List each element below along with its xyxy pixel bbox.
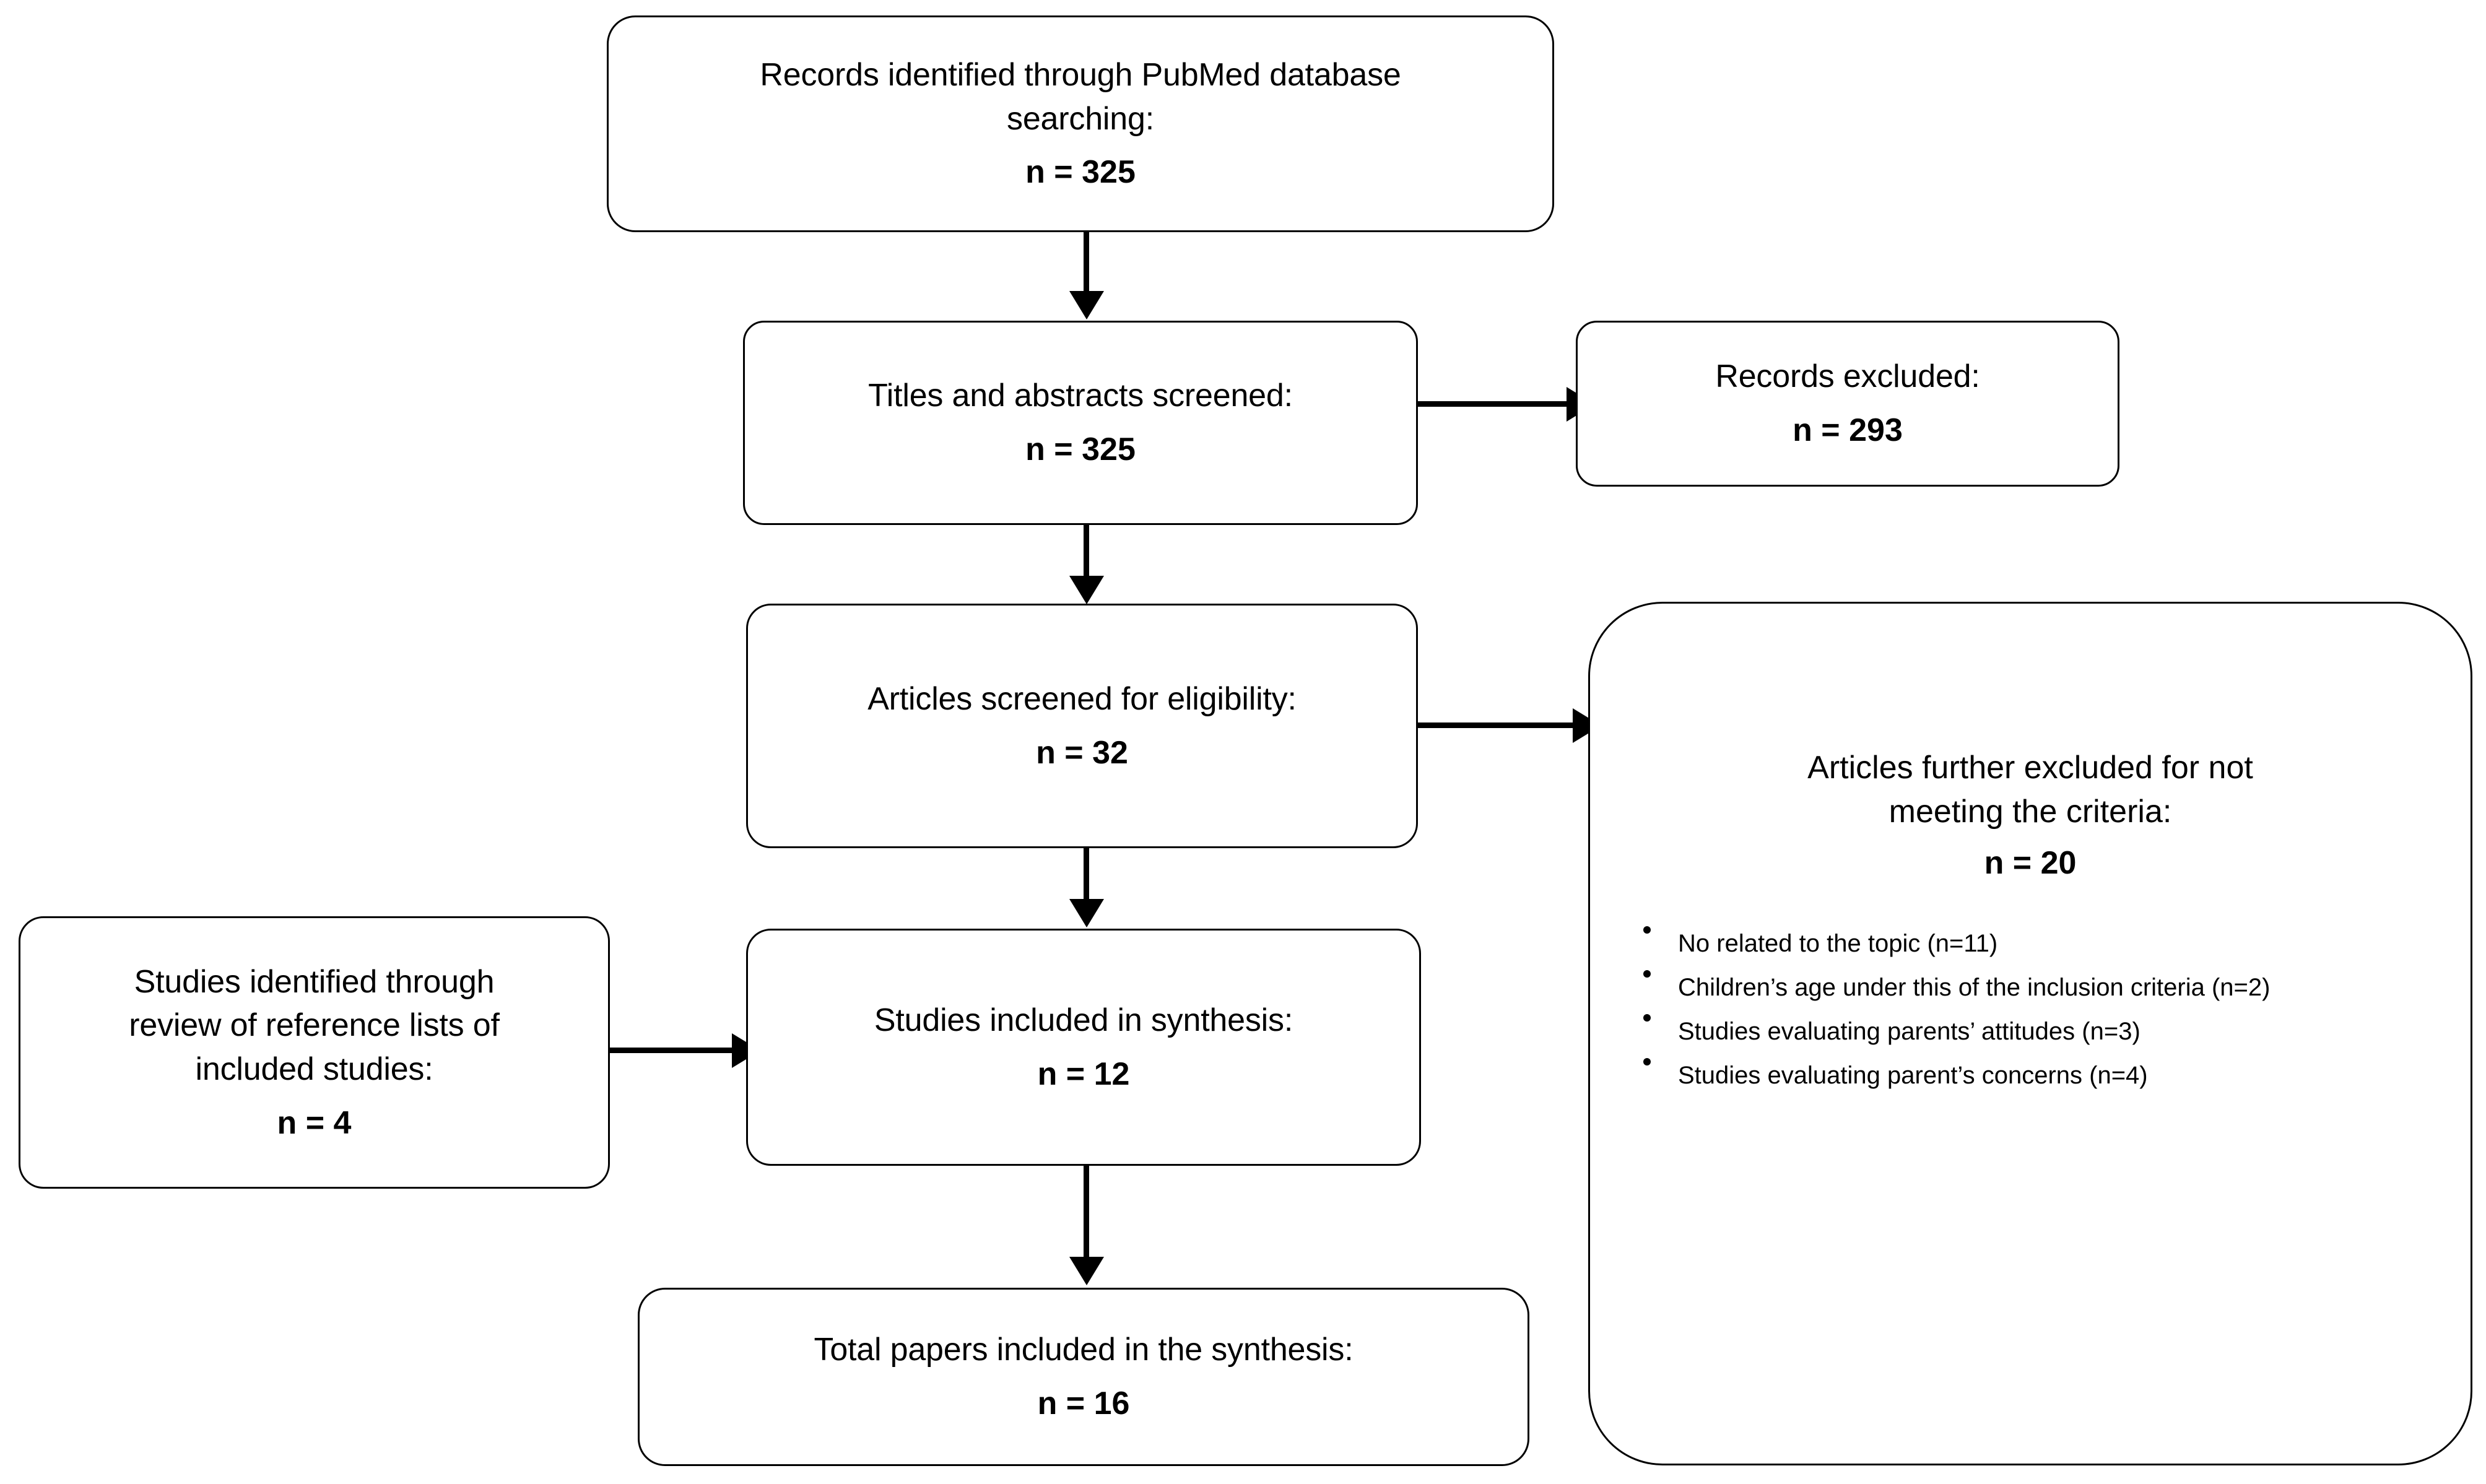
connector-screened-to-eligibility-arrowhead [1069,576,1104,604]
box-total-papers-included: Total papers included in the synthesis: … [638,1288,1529,1466]
list-item: Studies evaluating parent’s concerns (n=… [1632,1057,2419,1093]
list-item: Studies evaluating parents’ attitudes (n… [1632,1014,2419,1049]
box-articles-screened-eligibility-count: n = 32 [1036,734,1128,771]
box-records-excluded-title: Records excluded: [1715,358,1980,395]
reason-text: Children’s age under this of the inclusi… [1678,974,2271,1002]
box-total-papers-included-count: n = 16 [1037,1386,1130,1421]
further-excluded-reasons-list: No related to the topic (n=11) Children’… [1632,926,2419,1101]
connector-synthesis-to-total-line [1084,1166,1089,1259]
box-records-excluded-count: n = 293 [1793,412,1903,448]
connector-refs-to-synthesis-line [610,1048,752,1053]
box-titles-abstracts-screened-count: n = 325 [1025,432,1136,467]
box-records-identified: Records identified through PubMed databa… [607,15,1554,232]
box-titles-abstracts-screened-title: Titles and abstracts screened: [868,378,1293,414]
bullet-icon [1643,1057,1651,1065]
box-studies-identified-reference-lists: Studies identified through review of ref… [19,916,610,1189]
box-studies-identified-reference-lists-count: n = 4 [277,1104,352,1141]
box-records-identified-count: n = 325 [1025,154,1136,191]
box-records-identified-title: Records identified through PubMed databa… [760,56,1401,137]
box-studies-included-synthesis: Studies included in synthesis: n = 12 [746,929,1421,1166]
list-item: No related to the topic (n=11) [1632,926,2419,961]
connector-synthesis-to-total-arrowhead [1069,1257,1104,1285]
box-articles-screened-eligibility-title: Articles screened for eligibility: [867,680,1297,717]
box-articles-screened-eligibility: Articles screened for eligibility: n = 3… [746,604,1418,848]
box-articles-further-excluded-title: Articles further excluded for not meetin… [1807,750,2253,830]
connector-eligibility-to-further-line [1418,722,1593,728]
box-records-excluded: Records excluded: n = 293 [1576,321,2119,487]
connector-screened-to-excluded-line [1418,401,1586,407]
bullet-icon [1643,970,1651,978]
reason-text: Studies evaluating parents’ attitudes (n… [1678,1018,2140,1046]
connector-identified-to-screened-arrowhead [1069,291,1104,319]
bullet-icon [1643,926,1651,934]
box-articles-further-excluded-count: n = 20 [1984,845,2077,882]
box-titles-abstracts-screened: Titles and abstracts screened: n = 325 [743,321,1418,525]
reason-text: No related to the topic (n=11) [1678,930,1998,958]
reason-text: Studies evaluating parent’s concerns (n=… [1678,1061,2148,1089]
connector-screened-to-eligibility-line [1084,525,1089,578]
box-studies-identified-reference-lists-title: Studies identified through review of ref… [129,963,500,1087]
box-studies-included-synthesis-count: n = 12 [1037,1056,1130,1092]
box-total-papers-included-title: Total papers included in the synthesis: [814,1332,1354,1368]
box-articles-further-excluded: Articles further excluded for not meetin… [1588,602,2472,1465]
connector-eligibility-to-synthesis-arrowhead [1069,899,1104,927]
list-item: Children’s age under this of the inclusi… [1632,970,2419,1005]
bullet-icon [1643,1014,1651,1022]
connector-identified-to-screened-line [1084,232,1089,293]
box-studies-included-synthesis-title: Studies included in synthesis: [874,1002,1293,1038]
connector-eligibility-to-synthesis-line [1084,848,1089,901]
